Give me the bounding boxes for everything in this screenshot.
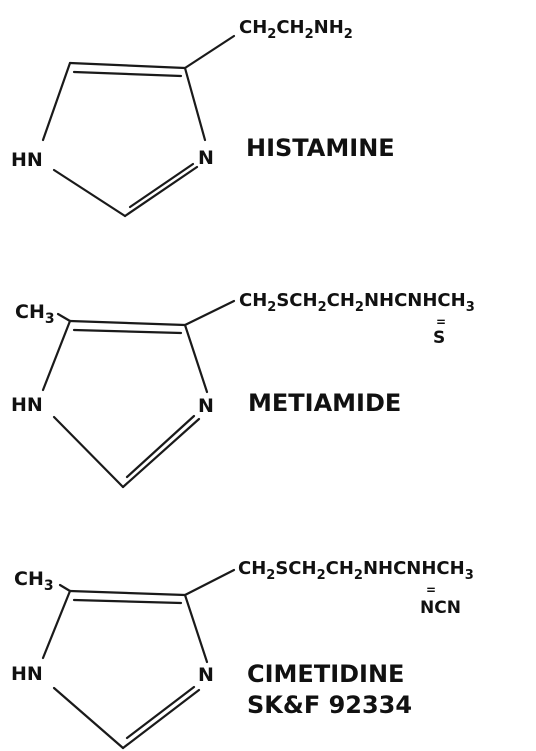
side-chain: CH2CH2NH2 [239, 17, 353, 42]
atom-hn: HN [11, 663, 43, 685]
chain-segment: 3 [465, 568, 474, 583]
chain-segment: SCH [276, 290, 317, 311]
bond-c4-c5-double [72, 328, 183, 335]
bond-ring-chain [183, 34, 236, 70]
atom-n: N [198, 147, 214, 169]
chain-segment: 2 [354, 568, 363, 583]
methyl-group: CH3 [15, 301, 55, 327]
compound-name: CIMETIDINE [247, 660, 404, 688]
side-chain: CH2SCH2CH2NHCNHCH3 [238, 558, 474, 583]
chain-segment: CH [238, 558, 266, 579]
methyl-sub: 3 [44, 578, 54, 594]
bond-ring-methyl [56, 312, 72, 323]
chain-segment: 2 [344, 27, 353, 42]
bond-n1-c2 [52, 168, 127, 218]
bond-n1-c2 [52, 686, 125, 750]
chain-segment: NH [314, 17, 344, 38]
bond-ring-chain [183, 299, 236, 327]
bond-n3-c4 [183, 323, 209, 394]
chain-segment: NHCNHCH [364, 290, 466, 311]
bond-c2-n3-double [125, 685, 196, 740]
bond-n1-c2 [52, 415, 125, 489]
chain-segment: CH [326, 558, 354, 579]
bond-ring-methyl [58, 583, 72, 593]
imidazole-ring [41, 61, 207, 218]
molecule-metiamide: CH3 HN N CH2SCH2CH2NHCNHCH3 = S METIAMID… [11, 290, 475, 489]
methyl-base: CH [14, 568, 44, 590]
chain-segment: 2 [266, 568, 275, 583]
methyl-sub: 3 [45, 311, 55, 327]
thione-sulfur: S [433, 328, 445, 348]
chain-segment: CH [276, 17, 304, 38]
chain-segment: 2 [267, 27, 276, 42]
double-bond-mark: = [426, 583, 436, 597]
bond-c2-n3 [121, 688, 201, 750]
bond-c5-n1 [41, 319, 72, 392]
bond-ring-chain [183, 568, 236, 597]
methyl-group: CH3 [14, 568, 54, 594]
imidazole-ring [41, 319, 209, 489]
side-chain: CH2SCH2CH2NHCNHCH3 [239, 290, 475, 315]
methyl-base: CH [15, 301, 45, 323]
bond-c2-n3-double [128, 162, 195, 209]
atom-n: N [198, 664, 214, 686]
compound-code: SK&F 92334 [247, 691, 412, 719]
chain-segment: NHCNHCH [363, 558, 465, 579]
chain-segment: SCH [275, 558, 316, 579]
atom-hn: HN [11, 394, 43, 416]
bond-c4-c5-double [72, 70, 183, 78]
bond-n3-c4 [183, 593, 209, 664]
bond-c4-c5 [68, 319, 187, 327]
molecule-cimetidine: CH3 HN N CH2SCH2CH2NHCNHCH3 = NCN CIMETI… [11, 558, 474, 750]
compound-name: HISTAMINE [246, 134, 395, 162]
bond-c2-n3-double [125, 414, 196, 479]
chain-segment: 3 [466, 300, 475, 315]
compound-name: METIAMIDE [248, 389, 401, 417]
double-bond-mark: = [436, 315, 446, 329]
chain-segment: CH [327, 290, 355, 311]
chain-segment: CH [239, 290, 267, 311]
chain-segment: 2 [267, 300, 276, 315]
bond-n3-c4 [183, 66, 207, 142]
bond-c4-c5-double [72, 598, 183, 605]
chain-segment: 2 [317, 568, 326, 583]
imidazole-ring [41, 589, 209, 750]
cyanoimino-group: NCN [420, 598, 461, 618]
bond-c4-c5 [68, 589, 187, 597]
atom-n: N [198, 395, 214, 417]
chain-segment: 2 [305, 27, 314, 42]
bond-c2-n3 [121, 417, 201, 489]
chain-segment: 2 [355, 300, 364, 315]
molecule-histamine: HN N CH2CH2NH2 HISTAMINE [11, 17, 395, 218]
bond-c2-n3 [123, 165, 199, 218]
bond-c5-n1 [41, 589, 72, 660]
atom-hn: HN [11, 149, 43, 171]
chain-segment: 2 [318, 300, 327, 315]
bond-c4-c5 [68, 61, 187, 70]
bond-c5-n1 [41, 61, 72, 142]
chain-segment: CH [239, 17, 267, 38]
